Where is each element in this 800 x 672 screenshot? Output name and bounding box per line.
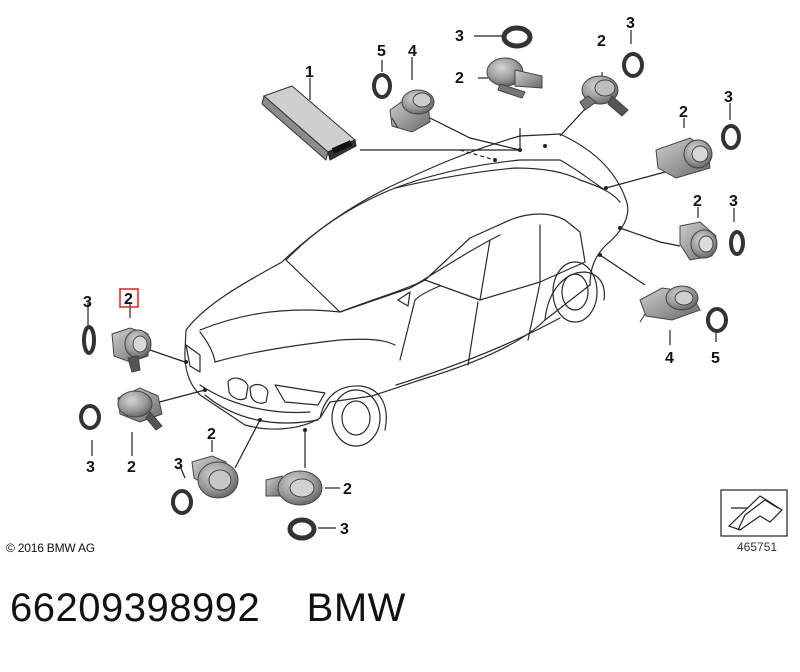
callout-3: 3 — [83, 294, 92, 311]
callout-2: 2 — [207, 426, 216, 443]
callout-3: 3 — [626, 15, 635, 32]
callout-3: 3 — [455, 28, 464, 45]
sensor-bottom-center — [265, 470, 323, 506]
part-caption: 66209398992 BMW — [10, 586, 406, 631]
pdc-sensors — [111, 57, 718, 506]
sensor-right-upper — [655, 137, 713, 179]
part-number: 66209398992 — [10, 586, 261, 630]
control-unit — [261, 85, 357, 161]
sensor-top-left — [389, 89, 435, 133]
sensor-top-right — [579, 75, 629, 117]
callout-2: 2 — [679, 104, 688, 121]
callout-3: 3 — [729, 193, 738, 210]
parts-diagram: 1 5 4 3 2 2 3 2 3 2 3 4 5 3 2 3 2 2 3 2 … — [79, 15, 788, 541]
callout-2-highlighted: 2 — [124, 291, 133, 308]
callout-2: 2 — [343, 481, 352, 498]
callouts: 1 5 4 3 2 2 3 2 3 2 3 4 5 3 2 3 2 2 3 2 … — [83, 15, 738, 538]
callout-4: 4 — [665, 350, 674, 367]
callout-2: 2 — [597, 33, 606, 50]
callout-2: 2 — [693, 193, 702, 210]
callout-2: 2 — [127, 459, 136, 476]
callout-5: 5 — [711, 350, 720, 367]
brand-name: BMW — [306, 586, 406, 630]
callout-3: 3 — [340, 521, 349, 538]
diagram-reference-number: 465751 — [737, 540, 778, 554]
copyright-notice: © 2016 BMW AG — [6, 541, 95, 555]
rings — [79, 25, 745, 541]
callout-3: 3 — [86, 459, 95, 476]
sensor-left-highlight — [111, 327, 152, 373]
sensor-left-lower — [117, 387, 163, 431]
sensor-top-center — [486, 57, 543, 99]
callout-1: 1 — [305, 64, 314, 81]
sensor-right-mid — [679, 221, 718, 261]
callout-4: 4 — [408, 43, 417, 60]
callout-3: 3 — [174, 456, 183, 473]
callout-3: 3 — [724, 89, 733, 106]
callout-2: 2 — [455, 70, 464, 87]
navigation-arrow-icon[interactable] — [720, 489, 788, 537]
callout-5: 5 — [377, 43, 386, 60]
leader-dots — [184, 144, 622, 432]
sensor-bottom-left — [191, 455, 239, 499]
car-outline — [184, 133, 629, 447]
highlight-box — [119, 288, 139, 308]
sensor-right-lower — [639, 285, 701, 323]
